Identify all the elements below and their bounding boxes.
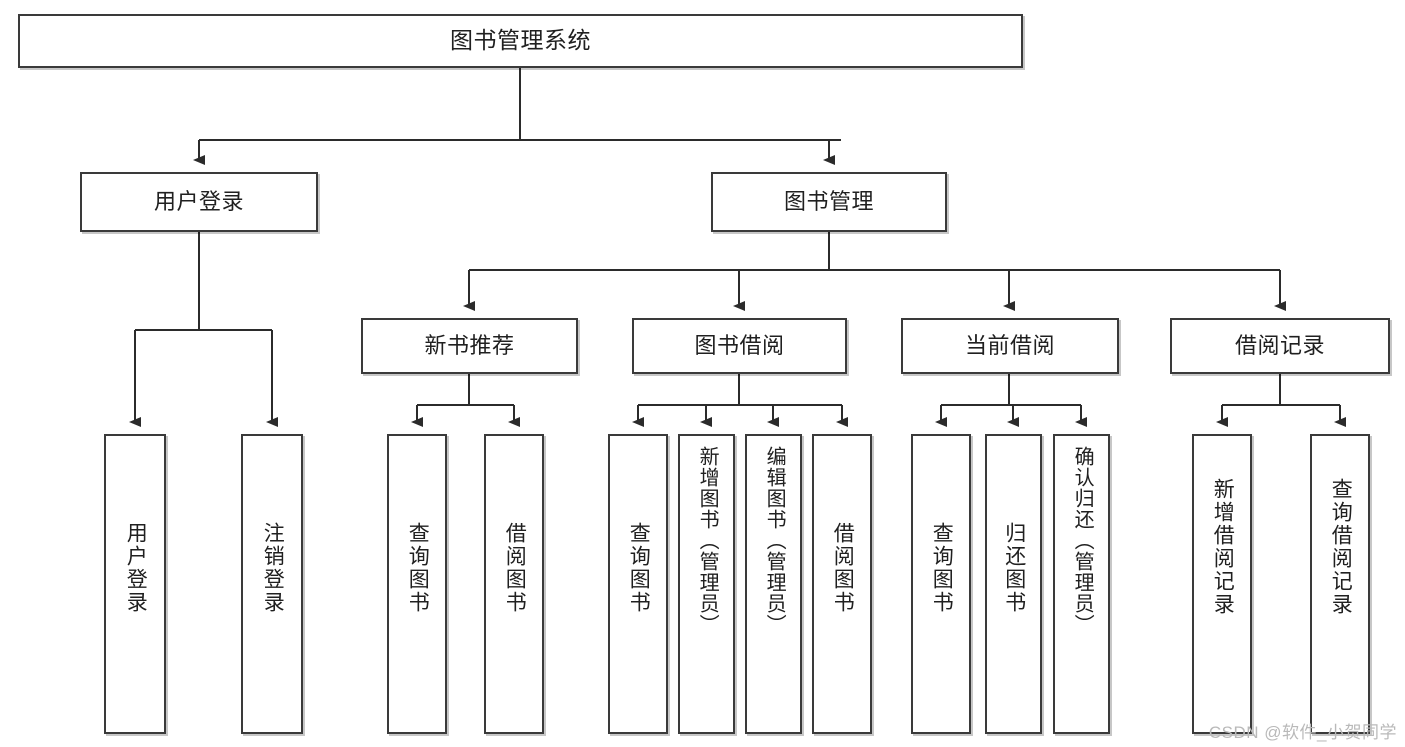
- leaf-return-book-label: 归还图书: [1002, 522, 1026, 614]
- node-user-login[interactable]: 用户登录: [80, 172, 318, 232]
- node-root[interactable]: 图书管理系统: [18, 14, 1023, 68]
- node-user-login-label: 用户登录: [153, 188, 244, 214]
- node-current-borrow[interactable]: 当前借阅: [901, 318, 1119, 374]
- node-borrow-record[interactable]: 借阅记录: [1170, 318, 1390, 374]
- node-current-borrow-label: 当前借阅: [964, 332, 1055, 358]
- node-root-label: 图书管理系统: [450, 27, 591, 54]
- leaf-query-book-1-label: 查询图书: [406, 522, 430, 614]
- leaf-query-book-1[interactable]: 查询图书: [387, 434, 447, 734]
- leaf-borrow-book-1[interactable]: 借阅图书: [484, 434, 544, 734]
- leaf-add-book-label: 新增图书（管理员）: [696, 446, 719, 635]
- leaf-add-record-label: 新增借阅记录: [1211, 478, 1235, 616]
- node-book-manage[interactable]: 图书管理: [711, 172, 947, 232]
- leaf-edit-book[interactable]: 编辑图书（管理员）: [745, 434, 802, 734]
- leaf-query-record[interactable]: 查询借阅记录: [1310, 434, 1370, 734]
- node-book-manage-label: 图书管理: [783, 188, 874, 214]
- leaf-borrow-book-2[interactable]: 借阅图书: [812, 434, 872, 734]
- node-book-borrow-label: 图书借阅: [694, 332, 785, 358]
- node-book-borrow[interactable]: 图书借阅: [632, 318, 847, 374]
- leaf-edit-book-label: 编辑图书（管理员）: [763, 446, 786, 635]
- leaf-query-book-3[interactable]: 查询图书: [911, 434, 971, 734]
- leaf-add-record[interactable]: 新增借阅记录: [1192, 434, 1252, 734]
- node-borrow-record-label: 借阅记录: [1234, 332, 1325, 358]
- leaf-user-logout[interactable]: 注销登录: [241, 434, 303, 734]
- leaf-add-book[interactable]: 新增图书（管理员）: [678, 434, 735, 734]
- leaf-user-login[interactable]: 用户登录: [104, 434, 166, 734]
- node-new-book-rec[interactable]: 新书推荐: [361, 318, 578, 374]
- leaf-user-logout-label: 注销登录: [261, 522, 285, 614]
- node-new-book-rec-label: 新书推荐: [424, 332, 515, 358]
- leaf-query-book-2-label: 查询图书: [627, 522, 651, 614]
- leaf-return-book[interactable]: 归还图书: [985, 434, 1042, 734]
- leaf-query-book-2[interactable]: 查询图书: [608, 434, 668, 734]
- leaf-user-login-label: 用户登录: [124, 522, 148, 614]
- leaf-borrow-book-1-label: 借阅图书: [503, 522, 527, 614]
- watermark: CSDN @软件_小贺同学: [1208, 723, 1397, 742]
- leaf-query-book-3-label: 查询图书: [930, 522, 954, 614]
- leaf-confirm-return[interactable]: 确认归还（管理员）: [1053, 434, 1110, 734]
- leaf-confirm-return-label: 确认归还（管理员）: [1071, 446, 1094, 635]
- leaf-query-record-label: 查询借阅记录: [1329, 478, 1353, 616]
- leaf-borrow-book-2-label: 借阅图书: [831, 522, 855, 614]
